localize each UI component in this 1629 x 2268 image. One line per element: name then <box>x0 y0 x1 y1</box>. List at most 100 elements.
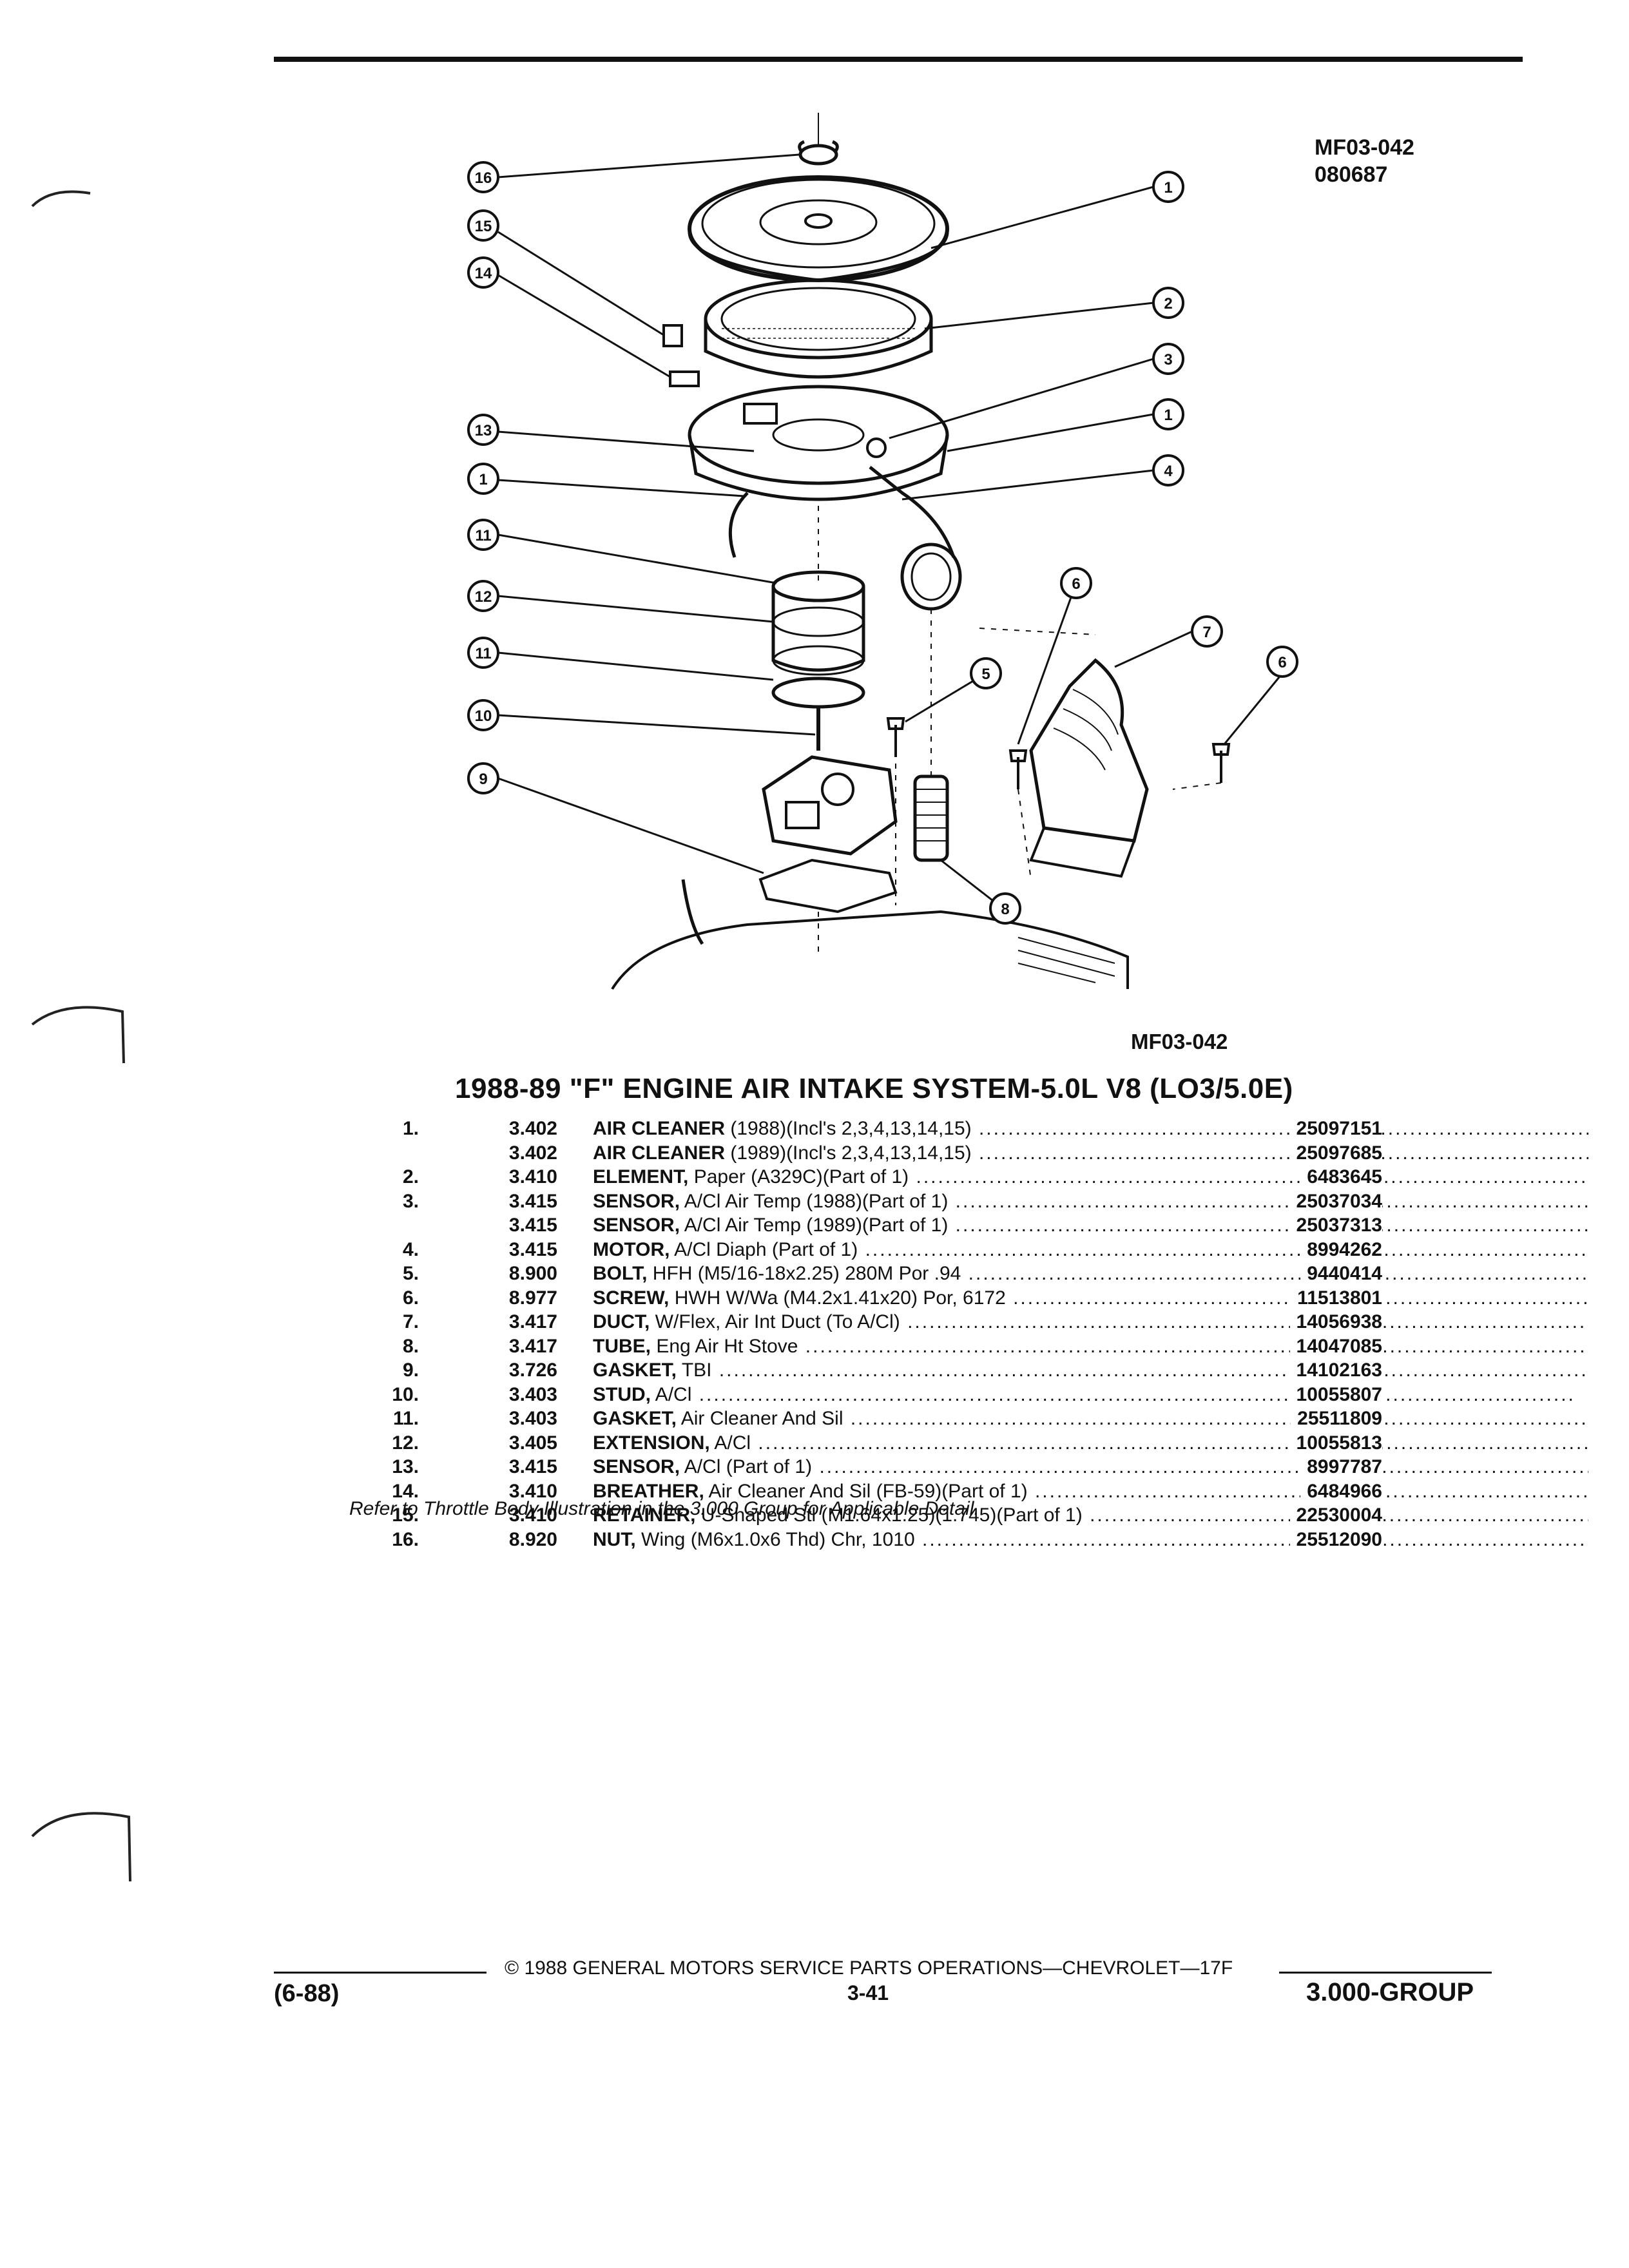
part-detail: A/Cl Air Temp (1988)(Part of 1) <box>680 1190 949 1212</box>
callout-2: 2 <box>1152 287 1184 319</box>
callout-9: 9 <box>467 762 499 794</box>
svg-text:5: 5 <box>981 666 990 683</box>
part-name: TUBE, <box>593 1335 651 1357</box>
part-number: 25097151 <box>1289 1117 1382 1141</box>
throttle-body-part <box>762 755 898 856</box>
part-index: 7. <box>402 1311 419 1332</box>
svg-text:14: 14 <box>475 265 492 282</box>
part-description: STUD, A/Cl .............................… <box>593 1383 1576 1405</box>
part-group-number: 3.410 <box>508 1504 557 1526</box>
part-description: SENSOR, A/Cl (Part of 1) ...............… <box>593 1456 1588 1477</box>
callout-5: 5 <box>970 657 1002 689</box>
part-index: 14. <box>392 1480 419 1502</box>
engine-manifold-part <box>611 879 1129 990</box>
drawing-code: MF03-042 <box>1315 135 1414 160</box>
svg-text:3: 3 <box>1164 351 1172 369</box>
part-description: DUCT, W/Flex, Air Int Duct (To A/Cl) ...… <box>593 1311 1588 1332</box>
callout-4: 4 <box>1152 454 1184 486</box>
copyright-line: © 1988 GENERAL MOTORS SERVICE PARTS OPER… <box>505 1957 1233 1979</box>
part-number: 25511809 <box>1291 1407 1382 1431</box>
air-cleaner-housing-part <box>688 385 962 611</box>
part-name: SCREW, <box>593 1287 670 1309</box>
part-description: SCREW, HWH W/Wa (M4.2x1.41x20) Por, 6172… <box>593 1286 1588 1311</box>
svg-text:16: 16 <box>475 169 492 187</box>
part-number: 14047085 <box>1289 1334 1382 1358</box>
part-index: 11. <box>392 1408 419 1429</box>
part-group-number: 3.410 <box>508 1166 557 1187</box>
part-name: SENSOR, <box>593 1215 680 1236</box>
part-name: BREATHER, <box>593 1480 704 1502</box>
part-detail: A/Cl <box>709 1432 751 1454</box>
figure-reference: MF03-042 <box>1131 1030 1228 1053</box>
part-row: 7. 3.417 DUCT, W/Flex, Air Int Duct (To A/… <box>351 1310 1588 1334</box>
callout-8: 8 <box>989 892 1021 925</box>
revision-date: (6-88) <box>274 1980 340 2007</box>
part-name: ELEMENT, <box>593 1166 689 1187</box>
part-index: 3. <box>402 1190 419 1212</box>
air-cleaner-lid-part <box>688 175 949 282</box>
part-group-number: 8.900 <box>508 1263 557 1284</box>
binder-mark-icon <box>31 190 91 207</box>
svg-text:9: 9 <box>479 771 487 788</box>
footer-rule-right <box>1279 1972 1492 1974</box>
part-number: 25512090 <box>1289 1527 1382 1552</box>
part-description: EXTENSION, A/Cl ........................… <box>593 1432 1588 1454</box>
part-group-number: 3.410 <box>508 1480 557 1502</box>
callout-7: 7 <box>1191 615 1223 648</box>
part-index: 10. <box>392 1383 419 1405</box>
svg-text:4: 4 <box>1164 463 1173 480</box>
part-index: 9. <box>402 1360 419 1381</box>
svg-text:8: 8 <box>1001 901 1009 918</box>
part-group-number: 3.417 <box>508 1311 557 1332</box>
wing-nut-part <box>798 140 839 166</box>
drawing-code-block: MF03-042 080687 <box>1315 134 1414 188</box>
callout-1: 1 <box>1152 398 1184 430</box>
part-name: EXTENSION, <box>593 1432 710 1454</box>
footer-rule-left <box>274 1972 487 1974</box>
drawing-date: 080687 <box>1315 162 1388 187</box>
callout-1: 1 <box>467 463 499 495</box>
part-number: 25037313 <box>1289 1213 1382 1238</box>
svg-text:11: 11 <box>475 527 491 544</box>
binder-mark-icon <box>31 1006 125 1064</box>
part-index: 12. <box>392 1432 419 1454</box>
part-row: 3.415 SENSOR, A/Cl Air Temp (1989)(Part o… <box>351 1213 1588 1238</box>
part-detail: A/Cl <box>651 1383 692 1405</box>
callout-13: 13 <box>467 414 499 446</box>
part-group-number: 3.403 <box>508 1408 557 1429</box>
part-index: 4. <box>402 1238 419 1260</box>
part-detail: U-Shaped Stl (M1.64x1.25)(1.745)(Part of… <box>695 1504 1083 1526</box>
reference-note: Refer to Throttle Body Illustration in t… <box>349 1498 979 1519</box>
part-name: NUT, <box>593 1528 636 1550</box>
part-detail: W/Flex, Air Int Duct (To A/Cl) <box>650 1311 900 1332</box>
svg-text:6: 6 <box>1072 575 1080 593</box>
exploded-parts-diagram: 16 15 14 13 1 11 12 11 10 9 1 2 3 1 4 6 … <box>467 113 1298 990</box>
bolt-part <box>886 717 905 757</box>
section-title: 1988-89 "F" ENGINE AIR INTAKE SYSTEM-5.0… <box>455 1073 1293 1104</box>
part-detail: A/Cl Air Temp (1989)(Part of 1) <box>680 1215 949 1236</box>
binder-mark-icon <box>31 1812 131 1882</box>
part-number: 11513801 <box>1291 1285 1382 1310</box>
svg-text:7: 7 <box>1202 624 1211 641</box>
part-group-number: 3.415 <box>508 1215 557 1236</box>
group-label: 3.000-GROUP <box>1306 1978 1474 2006</box>
tbi-gasket-part <box>758 858 898 914</box>
part-description: GASKET, TBI ............................… <box>593 1360 1588 1381</box>
part-detail: HWH W/Wa (M4.2x1.41x20) Por, 6172 <box>669 1287 1006 1309</box>
part-number: 8994262 <box>1300 1237 1382 1262</box>
part-detail: Eng Air Ht Stove <box>651 1335 798 1357</box>
part-index: 15. <box>392 1504 419 1526</box>
callout-3: 3 <box>1152 343 1184 375</box>
part-detail: HFH (M5/16-18x2.25) 280M Por .94 <box>647 1263 961 1284</box>
svg-text:13: 13 <box>475 422 492 439</box>
part-group-number: 3.403 <box>508 1383 557 1405</box>
part-detail: Air Cleaner And Sil <box>677 1408 843 1429</box>
part-group-number: 3.415 <box>508 1190 557 1212</box>
